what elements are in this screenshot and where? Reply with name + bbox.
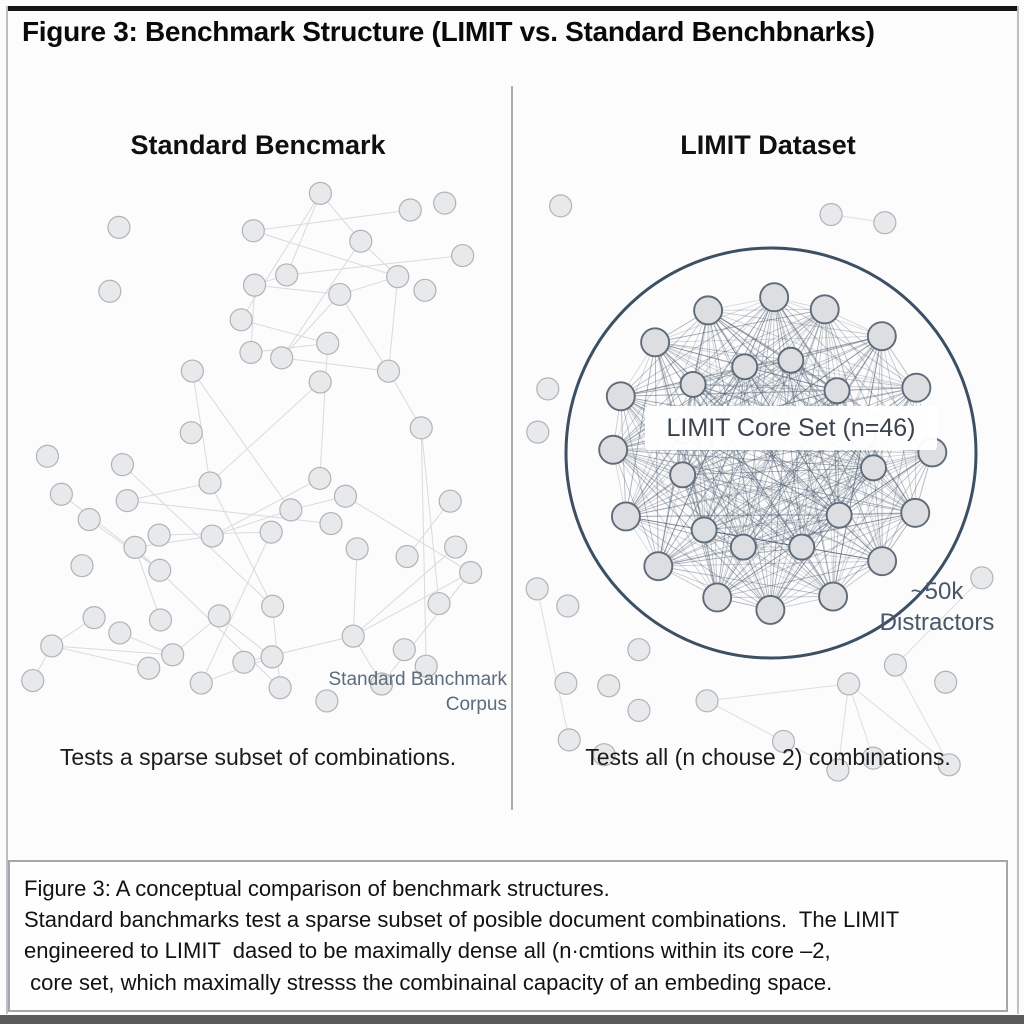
- right-border: [1017, 6, 1019, 1014]
- figure-caption-box: Figure 3: A conceptual comparison of ben…: [8, 860, 1008, 1012]
- left-panel-heading: Standard Bencmark: [130, 130, 386, 160]
- distractors-label: ~50k Distractors: [852, 576, 1022, 638]
- corpus-label-line2: Corpus: [445, 693, 507, 715]
- caption-line: engineered to LIMIT dased to be maximall…: [24, 938, 831, 964]
- caption-line: Standard banchmarks test a sparse subset…: [24, 907, 900, 933]
- corpus-label-line1: Standard Banchmark: [328, 669, 508, 690]
- panel-divider: [511, 86, 513, 810]
- corpus-label: Standard Banchmark Corpus: [295, 668, 508, 717]
- bottom-border: [0, 1015, 1024, 1024]
- top-border: [8, 6, 1018, 11]
- left-border: [6, 6, 8, 1014]
- limit-network-diagram: [525, 194, 994, 782]
- figure-title: Figure 3: Benchmark Structure (LIMIT vs.…: [22, 16, 875, 47]
- caption-line: Figure 3: A conceptual comparison of ben…: [24, 876, 610, 901]
- left-panel-caption: Tests a sparse subset of combinations.: [59, 744, 457, 770]
- limit-core-set-label: LIMIT Core Set (n=46): [645, 406, 937, 450]
- right-panel-caption: Tests all (n chouse 2) combinations.: [585, 744, 951, 770]
- right-panel-heading: LIMIT Dataset: [680, 130, 856, 160]
- caption-line: core set, which maximally stresss the co…: [24, 969, 833, 995]
- distractors-label-line2: Distractors: [879, 609, 995, 637]
- distractors-label-line1: ~50k: [910, 578, 964, 605]
- sparse-network-diagram: [21, 181, 483, 713]
